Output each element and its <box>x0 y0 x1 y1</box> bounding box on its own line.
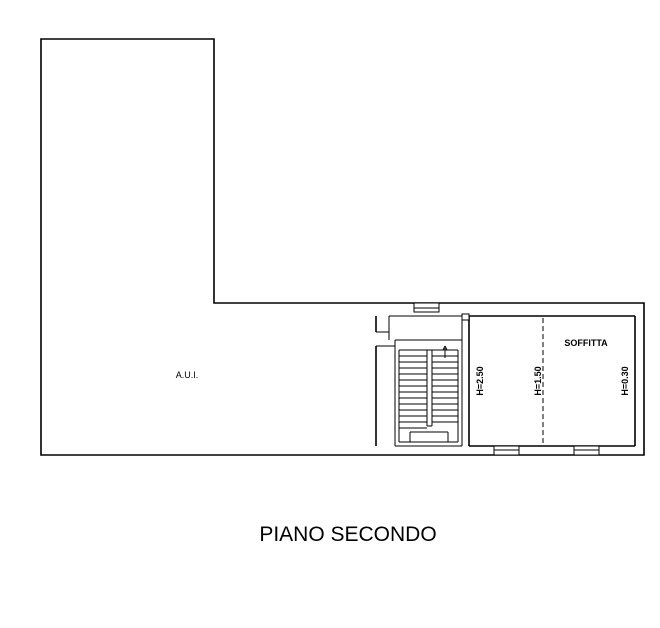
window-bottom-2 <box>573 445 600 456</box>
stair-line <box>444 345 448 351</box>
stair-area-walls <box>375 315 463 447</box>
window-top <box>413 302 470 321</box>
staircase <box>398 345 459 443</box>
stair-line <box>442 345 446 351</box>
window-bottom-1 <box>493 445 520 456</box>
plan-title: PIANO SECONDO <box>259 523 436 546</box>
height-label-150: H=1.50 <box>533 366 543 395</box>
room-label-soffitta: SOFFITTA <box>564 338 608 348</box>
room-label-aui: A.U.I. <box>176 370 199 380</box>
outer-outline <box>40 38 645 456</box>
attic-walls <box>468 315 636 447</box>
height-label-250: H=2.50 <box>475 366 485 395</box>
height-label-030: H=0.30 <box>620 366 630 395</box>
